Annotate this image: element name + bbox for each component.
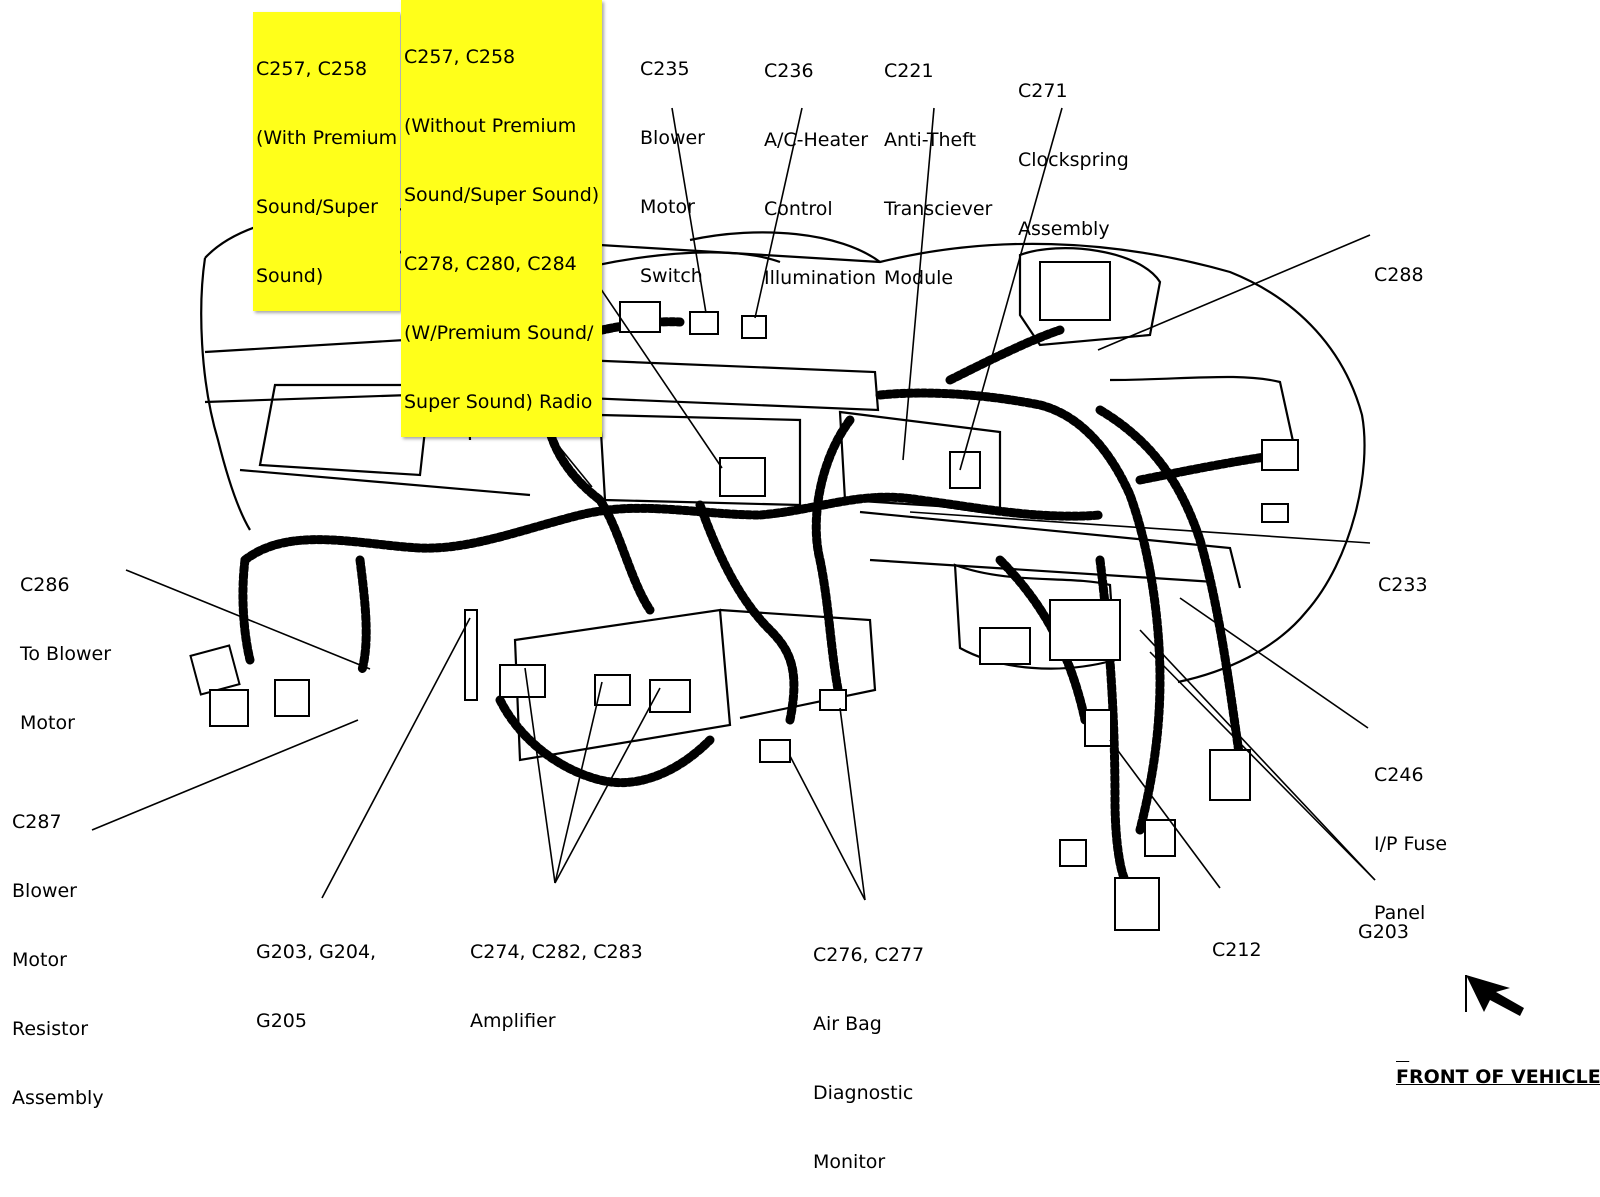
label-line: C221 (884, 60, 934, 82)
label-c274-amplifier: C274, C282, C283 Amplifier (470, 895, 643, 1056)
label-c236: C236 A/C-Heater Control Illumination (764, 14, 876, 313)
label-c257-without-premium: C257, C258 (Without Premium Sound/Super … (401, 0, 603, 437)
label-line: (With Premium (256, 127, 398, 149)
label-line: C278, C280, C284 (404, 253, 577, 275)
label-c288: C288 (1374, 218, 1424, 310)
label-line: A/C-Heater (764, 129, 869, 151)
label-line: C288 (1374, 264, 1424, 286)
label-line: Diagnostic (813, 1082, 914, 1104)
label-g203: G203 (1358, 875, 1409, 967)
label-c287: C287 Blower Motor Resistor Assembly (12, 765, 104, 1133)
wiring-diagram (91, 107, 1524, 1016)
label-line: Sound/Super Sound) (404, 184, 600, 206)
label-line: To Blower (20, 643, 112, 665)
label-line: Panel (1374, 902, 1426, 924)
label-line: Blower (12, 880, 77, 902)
label-c257-with-premium: C257, C258 (With Premium Sound/Super Sou… (253, 12, 401, 311)
front-arrow-icon (1465, 975, 1524, 1016)
label-line: Control (764, 198, 833, 220)
label-line: C286 (20, 574, 70, 596)
label-line: Motor (20, 712, 75, 734)
label-line: Assembly (12, 1087, 104, 1109)
label-line: Motor (640, 196, 695, 218)
label-line: Air Bag (813, 1013, 882, 1035)
label-line: I/P Fuse (1374, 833, 1448, 855)
label-line: Sound) (256, 265, 324, 287)
label-line: C257, C258 (256, 58, 368, 80)
label-line: G203 (1358, 921, 1409, 943)
label-line: Transciever (884, 198, 993, 220)
label-line: (Without Premium (404, 115, 577, 137)
label-line: C233 (1378, 574, 1428, 596)
label-c221: C221 Anti-Theft Transciever Module (884, 14, 992, 313)
label-line: C235 (640, 58, 690, 80)
label-g203-g204-g205: G203, G204, G205 (256, 895, 376, 1056)
label-c212: C212 (1212, 893, 1262, 985)
label-line: Switch (640, 265, 703, 287)
label-line: Monitor (813, 1151, 886, 1173)
label-line: Assembly (1018, 218, 1110, 240)
label-line: C271 (1018, 80, 1068, 102)
label-c286: C286 To Blower Motor (20, 528, 111, 758)
label-line: C212 (1212, 939, 1262, 961)
label-line: Anti-Theft (884, 129, 977, 151)
label-line: Illumination (764, 267, 877, 289)
label-c246-fuse-panel: C246 I/P Fuse Panel (1374, 718, 1447, 948)
label-line: C274, C282, C283 (470, 941, 643, 963)
label-line: C287 (12, 811, 62, 833)
label-line: Clockspring (1018, 149, 1129, 171)
label-line: Motor (12, 949, 67, 971)
label-line: G205 (256, 1010, 307, 1032)
label-line: Module (884, 267, 954, 289)
label-line: Super Sound) Radio (404, 391, 593, 413)
label-line: FRONT OF VEHICLE (1396, 1066, 1600, 1088)
label-c271: C271 Clockspring Assembly (1018, 34, 1129, 264)
label-line: C236 (764, 60, 814, 82)
label-front-of-vehicle: FRONT OF VEHICLE (1396, 1020, 1600, 1112)
label-line: C276, C277 (813, 944, 925, 966)
label-line: C246 (1374, 764, 1424, 786)
connectors (189, 261, 1299, 931)
label-line: Amplifier (470, 1010, 556, 1032)
label-line: Sound/Super (256, 196, 378, 218)
dashboard-outline (200, 207, 1366, 762)
label-line: Blower (640, 127, 705, 149)
label-c233: C233 (1378, 528, 1428, 620)
label-line: C257, C258 (404, 46, 516, 68)
label-c235: C235 Blower Motor Switch (640, 12, 705, 311)
label-c276-air-bag: C276, C277 Air Bag Diagnostic Monitor (813, 898, 924, 1197)
label-line: Resistor (12, 1018, 88, 1040)
label-line: G203, G204, (256, 941, 377, 963)
label-line: (W/Premium Sound/ (404, 322, 594, 344)
